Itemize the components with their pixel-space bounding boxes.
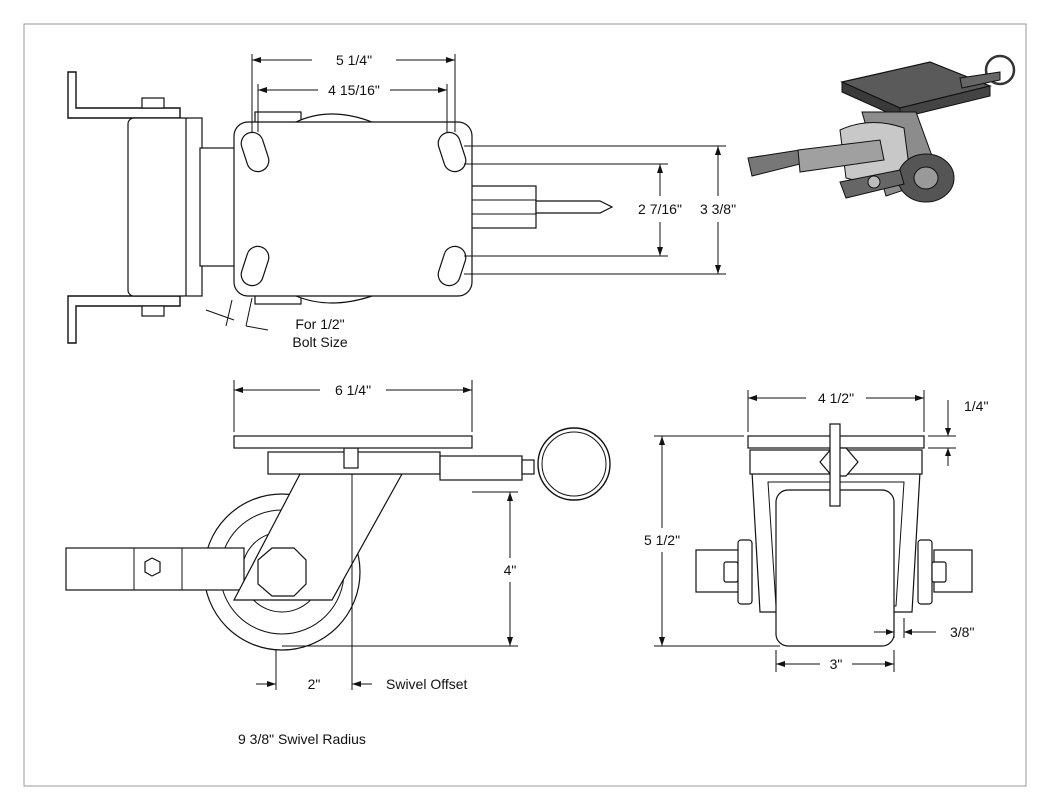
top-brake-pedal-lower: [67, 295, 181, 344]
dim-wheel-width: 3": [830, 656, 843, 672]
side-kingpin: [343, 447, 359, 469]
front-wheel: [775, 489, 895, 647]
top-lock-pin: [535, 200, 614, 214]
side-brake-bolt: [144, 557, 161, 577]
dim-top-height-outer: 3 3/8": [700, 201, 736, 217]
dim-top-width-inner: 4 15/16": [328, 82, 380, 98]
drawing-border: [23, 23, 1027, 787]
isometric-view: [747, 54, 1016, 203]
top-lock-housing: [469, 185, 537, 229]
dim-side-plate-width: 6 1/4": [335, 382, 371, 398]
bolt-slot-bottom-right: [437, 245, 467, 287]
swivel-radius-note: 9 3/8" Swivel Radius: [238, 731, 366, 747]
dim-side-height: 4": [504, 562, 517, 578]
dim-offset-label: Swivel Offset: [386, 676, 468, 692]
dim-top-height-inner: 2 7/16": [638, 201, 682, 217]
top-bolt-head-upper: [141, 97, 165, 109]
dim-overall-height: 5 1/2": [644, 532, 680, 548]
top-wheel-hub: [199, 147, 237, 267]
iso-pull-ring: [984, 54, 1016, 86]
side-pull-ring: [537, 427, 611, 501]
dim-side-clearance: 3/8": [950, 624, 974, 640]
dim-offset-value: 2": [308, 676, 321, 692]
side-top-plate: [233, 435, 473, 449]
top-wheel-left: [127, 117, 191, 297]
front-view: 4 1/2" 1/4" 5 1/2" 3" 3/8": [644, 390, 988, 672]
front-lock-pin: [829, 423, 841, 507]
bolt-slot-top-left: [240, 131, 270, 173]
dim-top-width-outer: 5 1/4": [336, 52, 372, 68]
front-nut-right: [917, 539, 933, 605]
side-view: 6 1/4" 4" 2" Swivel Offset 9 3/8" Swivel…: [65, 380, 611, 747]
top-bolt-head-lower: [141, 305, 165, 317]
top-brake-pedal-upper: [67, 71, 181, 119]
top-view: 5 1/4" 4 15/16" 2 7/16" 3 3/8" For 1/2" …: [67, 52, 736, 350]
side-lock-housing: [439, 455, 523, 481]
bolt-note-line2: Bolt Size: [292, 334, 347, 350]
front-nut-left: [737, 539, 753, 605]
dim-front-width: 4 1/2": [818, 390, 854, 406]
side-axle-nut: [257, 547, 307, 597]
bolt-note-line1: For 1/2": [295, 316, 344, 332]
bolt-slot-bottom-left: [240, 245, 270, 287]
dim-plate-thickness: 1/4": [964, 398, 988, 414]
top-plate: [233, 121, 473, 297]
side-lock-pin: [521, 459, 535, 475]
bolt-slot-top-right: [437, 131, 467, 173]
